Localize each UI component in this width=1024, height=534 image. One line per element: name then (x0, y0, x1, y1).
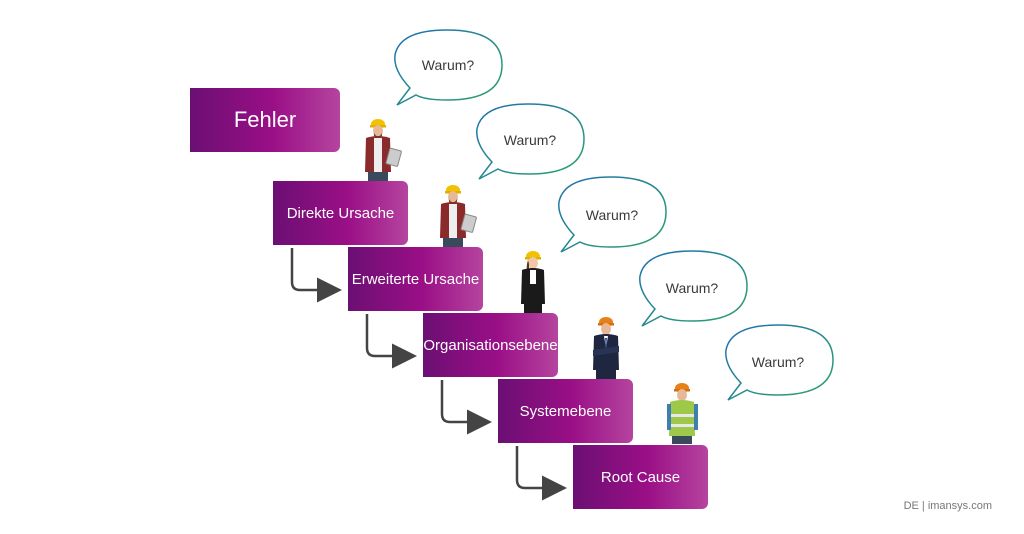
step-label: Organisationsebene (423, 336, 558, 354)
worker-safety-vest-icon (667, 383, 698, 444)
arrow-1 (290, 248, 342, 303)
speech-bubble-4: Warum? (639, 250, 748, 327)
bubble-label: Warum? (586, 207, 639, 223)
step-label: Direkte Ursache (286, 204, 395, 222)
bubble-label: Warum? (666, 280, 719, 296)
bubble-label: Warum? (422, 57, 475, 73)
bubble-label: Warum? (752, 354, 805, 370)
worker-with-tablet-icon (365, 119, 402, 181)
step-label: Systemebene (519, 402, 612, 420)
manager-suit-icon (593, 317, 619, 379)
arrow-4 (515, 446, 567, 501)
step-label: Root Cause (600, 468, 681, 486)
worker-with-tablet-icon (440, 185, 477, 247)
step-organisationsebene: Organisationsebene (423, 313, 558, 377)
step-erweiterte-ursache: Erweiterte Ursache (348, 247, 483, 311)
arrow-3 (440, 380, 492, 435)
bubble-label: Warum? (504, 132, 557, 148)
step-fehler: Fehler (190, 88, 340, 152)
step-root-cause: Root Cause (573, 445, 708, 509)
footer-credit: DE | imansys.com (903, 500, 992, 512)
arrow-2 (365, 314, 417, 369)
speech-bubble-5: Warum? (725, 324, 834, 401)
speech-bubble-2: Warum? (476, 103, 585, 180)
step-systemebene: Systemebene (498, 379, 633, 443)
speech-bubble-1: Warum? (394, 29, 503, 106)
step-direkte-ursache: Direkte Ursache (273, 181, 408, 245)
step-label: Erweiterte Ursache (351, 270, 480, 288)
step-label: Fehler (233, 107, 297, 132)
manager-woman-icon (521, 251, 545, 313)
speech-bubble-3: Warum? (558, 176, 667, 253)
